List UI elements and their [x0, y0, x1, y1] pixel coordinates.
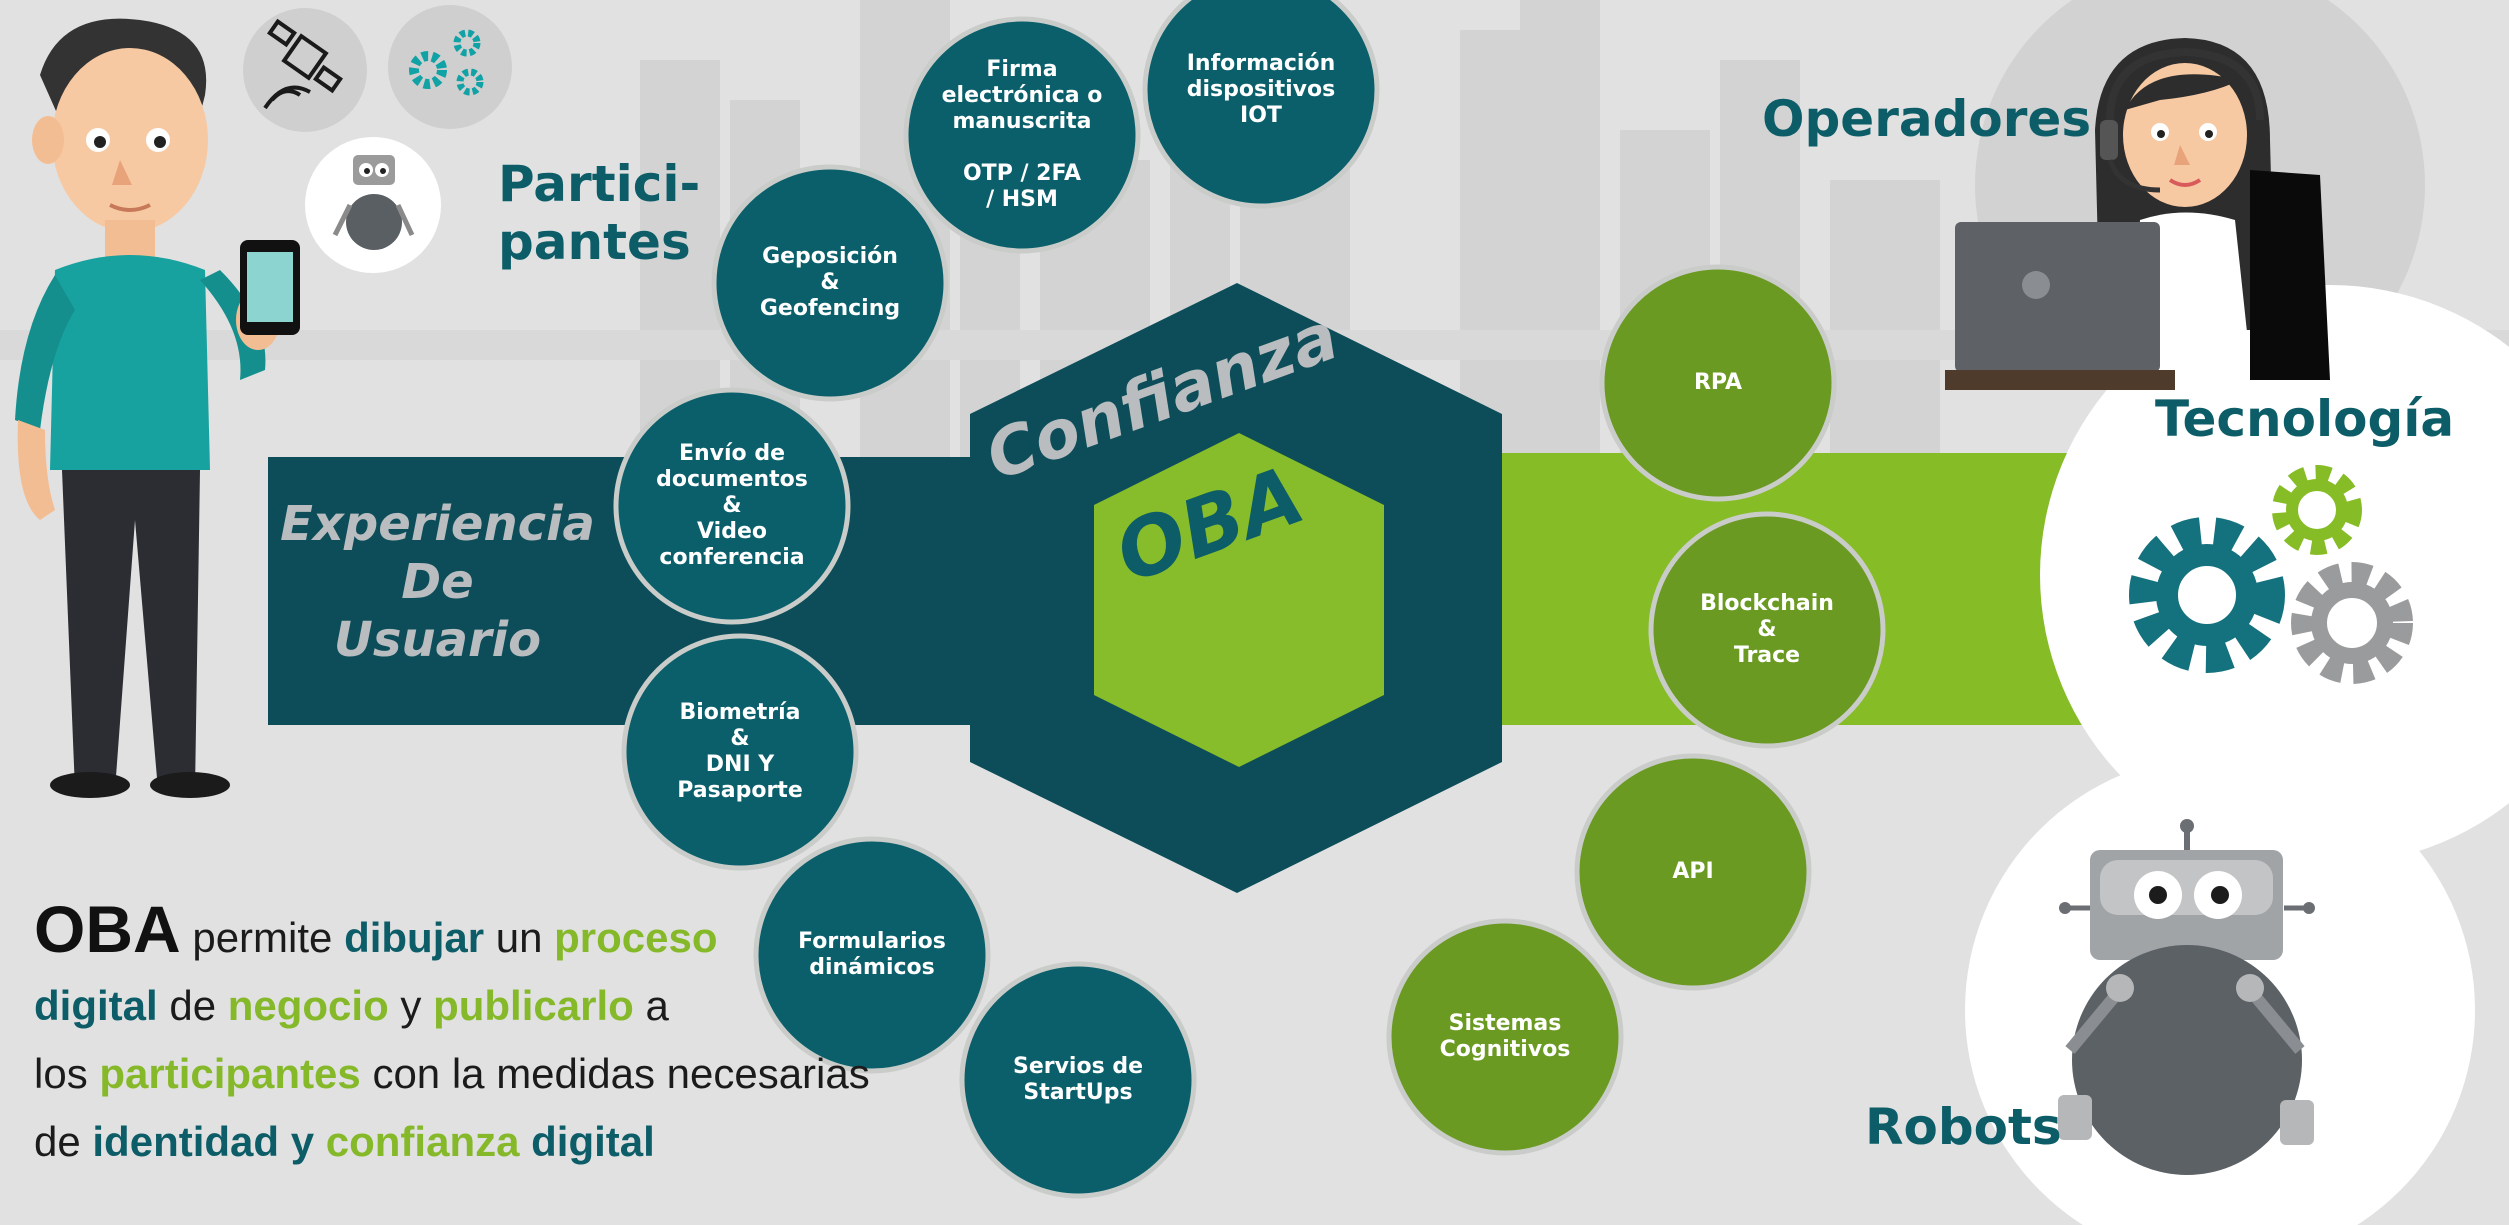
tagline-segment: [519, 1118, 531, 1165]
circle-formularios: [753, 836, 991, 1074]
participantes-heading: Partici- pantes: [498, 155, 701, 271]
formularios-label: Formularios dinámicos: [798, 929, 946, 980]
tecnologia-heading: Tecnología: [2155, 390, 2455, 448]
geofencing-label: Geposición & Geofencing: [759, 244, 901, 321]
circle-api: [1574, 753, 1812, 991]
tagline-segment: a: [633, 982, 669, 1029]
operadores-heading: Operadores: [1762, 90, 2092, 148]
operator-with-headset: [1945, 38, 2330, 390]
tagline-segment: digital: [34, 982, 158, 1029]
blockchain-label: Blockchain & Trace: [1700, 591, 1834, 668]
tagline-segment: OBA: [34, 892, 181, 966]
experiencia-usuario-label: Experiencia De Usuario: [280, 496, 595, 668]
circle-envio-documentos: [613, 387, 851, 625]
circle-cognitivos: [1386, 918, 1624, 1156]
tagline-segment: digital: [531, 1118, 655, 1165]
tagline-segment: un: [484, 914, 555, 961]
tagline-segment: participantes: [99, 1050, 361, 1097]
satellite-icon: [263, 18, 343, 110]
tagline-segment: identidad y: [92, 1118, 315, 1165]
tagline-segment: confianza: [325, 1118, 520, 1165]
circle-biometria: [621, 633, 859, 871]
green-circles: [1386, 264, 1886, 1156]
cognitivos-label: Sistemas Cognitivos: [1439, 1011, 1571, 1062]
circle-blockchain: [1648, 511, 1886, 749]
gears-icon: [409, 29, 484, 96]
tagline-segment: de: [34, 1118, 93, 1165]
gears-technology-icon: [2129, 465, 2413, 684]
tagline-segment: negocio: [227, 982, 389, 1029]
tagline-segment: [314, 1118, 326, 1165]
person-with-phone: [15, 18, 300, 798]
tagline-segment: los: [34, 1050, 100, 1097]
tagline-segment: permite: [180, 914, 345, 961]
gears-icon-bg: [388, 5, 512, 129]
circle-rpa: [1599, 264, 1837, 502]
tagline-segment: y: [388, 982, 434, 1029]
envio-documentos-label: Envío de documentos & Video conferencia: [656, 441, 808, 570]
iot-label: Información dispositivos IOT: [1186, 51, 1336, 128]
robot-icon: [332, 155, 415, 250]
oba-hexagon: [1094, 433, 1384, 767]
api-label: API: [1672, 859, 1714, 884]
tagline-segment: dibujar: [344, 914, 485, 961]
circle-startups: [959, 961, 1197, 1199]
teal-circles: [613, 0, 1380, 1199]
tagline-segment: proceso: [554, 914, 718, 961]
tagline-segment: publicarlo: [433, 982, 634, 1029]
robot-large: [2058, 819, 2315, 1175]
oba-tagline: OBA permite dibujar un proceso digital de…: [34, 895, 914, 1176]
tagline-segment: de: [157, 982, 228, 1029]
biometria-label: Biometría & DNI Y Pasaporte: [677, 700, 803, 803]
tagline-segment: con la medidas necesarias: [360, 1050, 870, 1097]
startups-label: Servios de StartUps: [1012, 1054, 1144, 1105]
robots-heading: Robots: [1865, 1098, 2062, 1156]
circle-iot: [1142, 0, 1380, 209]
rpa-label: RPA: [1693, 370, 1743, 395]
circle-geofencing: [711, 164, 949, 402]
satellite-icon-bg: [243, 8, 367, 132]
circle-firma: [903, 16, 1141, 254]
technology-circle: [2040, 285, 2509, 865]
firma-label: Firma electrónica o manuscrita OTP / 2FA…: [941, 57, 1103, 212]
